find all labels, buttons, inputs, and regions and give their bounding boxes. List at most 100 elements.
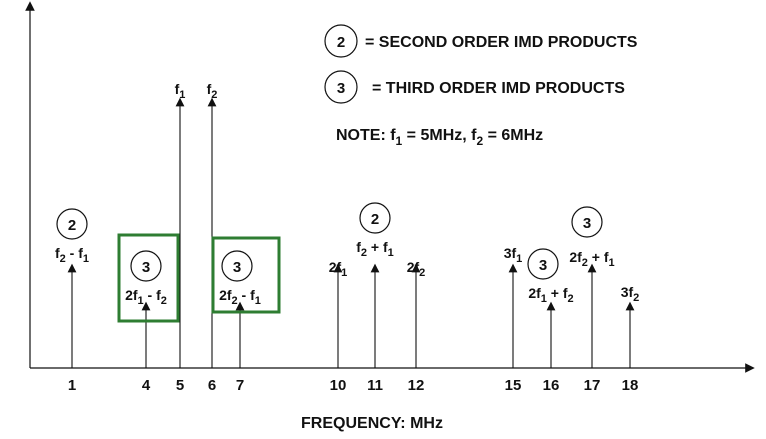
line-label: f1 <box>175 81 186 101</box>
line-label: f2 + f1 <box>356 239 394 259</box>
order-number: 3 <box>539 257 547 274</box>
legend-third-order-circle <box>324 70 358 104</box>
spectral-line-15: 3f1 <box>504 245 523 368</box>
note-suffix: = 6MHz <box>483 127 543 144</box>
line-label: f2 - f1 <box>55 245 89 265</box>
label-mid: + f <box>588 249 609 265</box>
label-sub: 2 <box>60 253 66 265</box>
highlight-box-2f2-minus-f1 <box>211 236 281 314</box>
spectral-line-1: f2 - f12 <box>55 208 89 368</box>
spectral-line-17: 2f2 + f13 <box>569 206 615 368</box>
x-tick-label: 4 <box>142 377 151 394</box>
label-main: 2f <box>329 259 342 275</box>
label-main: 2f <box>528 285 541 301</box>
order-circle <box>221 250 253 282</box>
note-mid: = 5MHz, f <box>402 127 477 144</box>
note-sub1: 1 <box>396 134 403 148</box>
label-main: f <box>356 239 361 255</box>
legend-second-order-symbol: 2 <box>337 34 345 51</box>
label-main: 2f <box>407 259 420 275</box>
order-number: 3 <box>233 259 241 276</box>
note-sub2: 2 <box>476 134 483 148</box>
x-tick-label: 6 <box>208 377 216 394</box>
x-tick-label: 7 <box>236 377 244 394</box>
x-tick-label: 12 <box>408 377 425 394</box>
label-sub: 1 <box>609 257 615 269</box>
label-mid: + f <box>547 285 568 301</box>
legend: 2 = SECOND ORDER IMD PRODUCTS 3 = THIRD … <box>324 24 638 148</box>
order-circle <box>359 202 391 234</box>
x-tick-label: 17 <box>584 377 601 394</box>
label-main: 2f <box>125 287 138 303</box>
label-mid: - f <box>238 287 255 303</box>
order-number: 3 <box>583 215 591 232</box>
line-label: 2f1 - f2 <box>125 287 167 307</box>
legend-third-order-text: = THIRD ORDER IMD PRODUCTS <box>372 80 625 97</box>
label-sub: 2 <box>582 257 588 269</box>
label-sub: 2 <box>633 292 639 304</box>
spectral-line-6: f2 <box>207 81 217 368</box>
spectral-line-4: 2f1 - f2 3 <box>125 250 167 368</box>
x-tick-label: 18 <box>622 377 639 394</box>
note-prefix: NOTE: f <box>336 127 396 144</box>
spectral-line-7: 2f2 - f1 3 <box>219 250 261 368</box>
label-sub: 2 <box>568 293 574 305</box>
legend-second-order-text: = SECOND ORDER IMD PRODUCTS <box>365 34 638 51</box>
order-number: 2 <box>371 211 379 228</box>
x-tick-label: 11 <box>367 377 383 394</box>
spectral-line-12: 2f2 <box>407 259 426 368</box>
label-sub: 1 <box>83 253 89 265</box>
highlight-box-2f1-minus-f2 <box>117 233 180 323</box>
label-sub: 2 <box>419 267 425 279</box>
label-main: 2f <box>569 249 582 265</box>
label-sub: 1 <box>388 247 394 259</box>
x-tick-label: 10 <box>330 377 347 394</box>
line-label: 2f2 - f1 <box>219 287 261 307</box>
label-sub: 1 <box>341 267 347 279</box>
label-main: 3f <box>621 284 634 300</box>
x-axis-title: FREQUENCY: MHz <box>301 415 443 432</box>
x-tick-label: 1 <box>68 377 76 394</box>
line-label: 2f1 <box>329 259 348 279</box>
order-number: 3 <box>142 259 150 276</box>
spectral-line-18: 3f2 <box>621 284 640 368</box>
label-sub: 1 <box>541 293 547 305</box>
order-number: 2 <box>68 217 76 234</box>
label-main: f <box>55 245 60 261</box>
order-circle <box>130 250 162 282</box>
label-mid: - f <box>66 245 83 261</box>
label-sub: 2 <box>232 295 238 307</box>
spectral-line-10: 2f1 <box>329 259 348 368</box>
line-label: 2f1 + f2 <box>528 285 573 305</box>
label-main: 2f <box>219 287 232 303</box>
label-sub: 1 <box>255 295 261 307</box>
label-mid: + f <box>367 239 388 255</box>
label-sub: 2 <box>211 89 217 101</box>
spectral-line-11: f2 + f12 <box>356 202 394 368</box>
line-label: 2f2 <box>407 259 426 279</box>
spectral-line-16: 2f1 + f2 3 <box>527 248 574 368</box>
line-label: 3f2 <box>621 284 640 304</box>
label-main: 3f <box>504 245 517 261</box>
line-label: 2f2 + f1 <box>569 249 614 269</box>
x-tick-label: 16 <box>543 377 560 394</box>
label-sub: 1 <box>179 89 185 101</box>
order-circle <box>527 248 559 280</box>
label-main: f <box>207 81 212 97</box>
label-sub: 1 <box>516 253 522 265</box>
legend-third-order-symbol: 3 <box>337 80 345 97</box>
line-label: 3f1 <box>504 245 523 265</box>
frequency-note: NOTE: f1 = 5MHz, f2 = 6MHz <box>336 127 543 148</box>
legend-second-order-circle <box>324 24 358 58</box>
label-main: f <box>175 81 180 97</box>
order-circle <box>571 206 603 238</box>
label-sub: 2 <box>161 295 167 307</box>
x-tick-label: 5 <box>176 377 184 394</box>
spectral-line-5: f1 <box>175 81 186 368</box>
x-axis-ticks: 1 4 5 6 7 10 11 12 15 16 17 18 <box>68 377 639 394</box>
x-tick-label: 15 <box>505 377 522 394</box>
label-sub: 1 <box>138 295 144 307</box>
